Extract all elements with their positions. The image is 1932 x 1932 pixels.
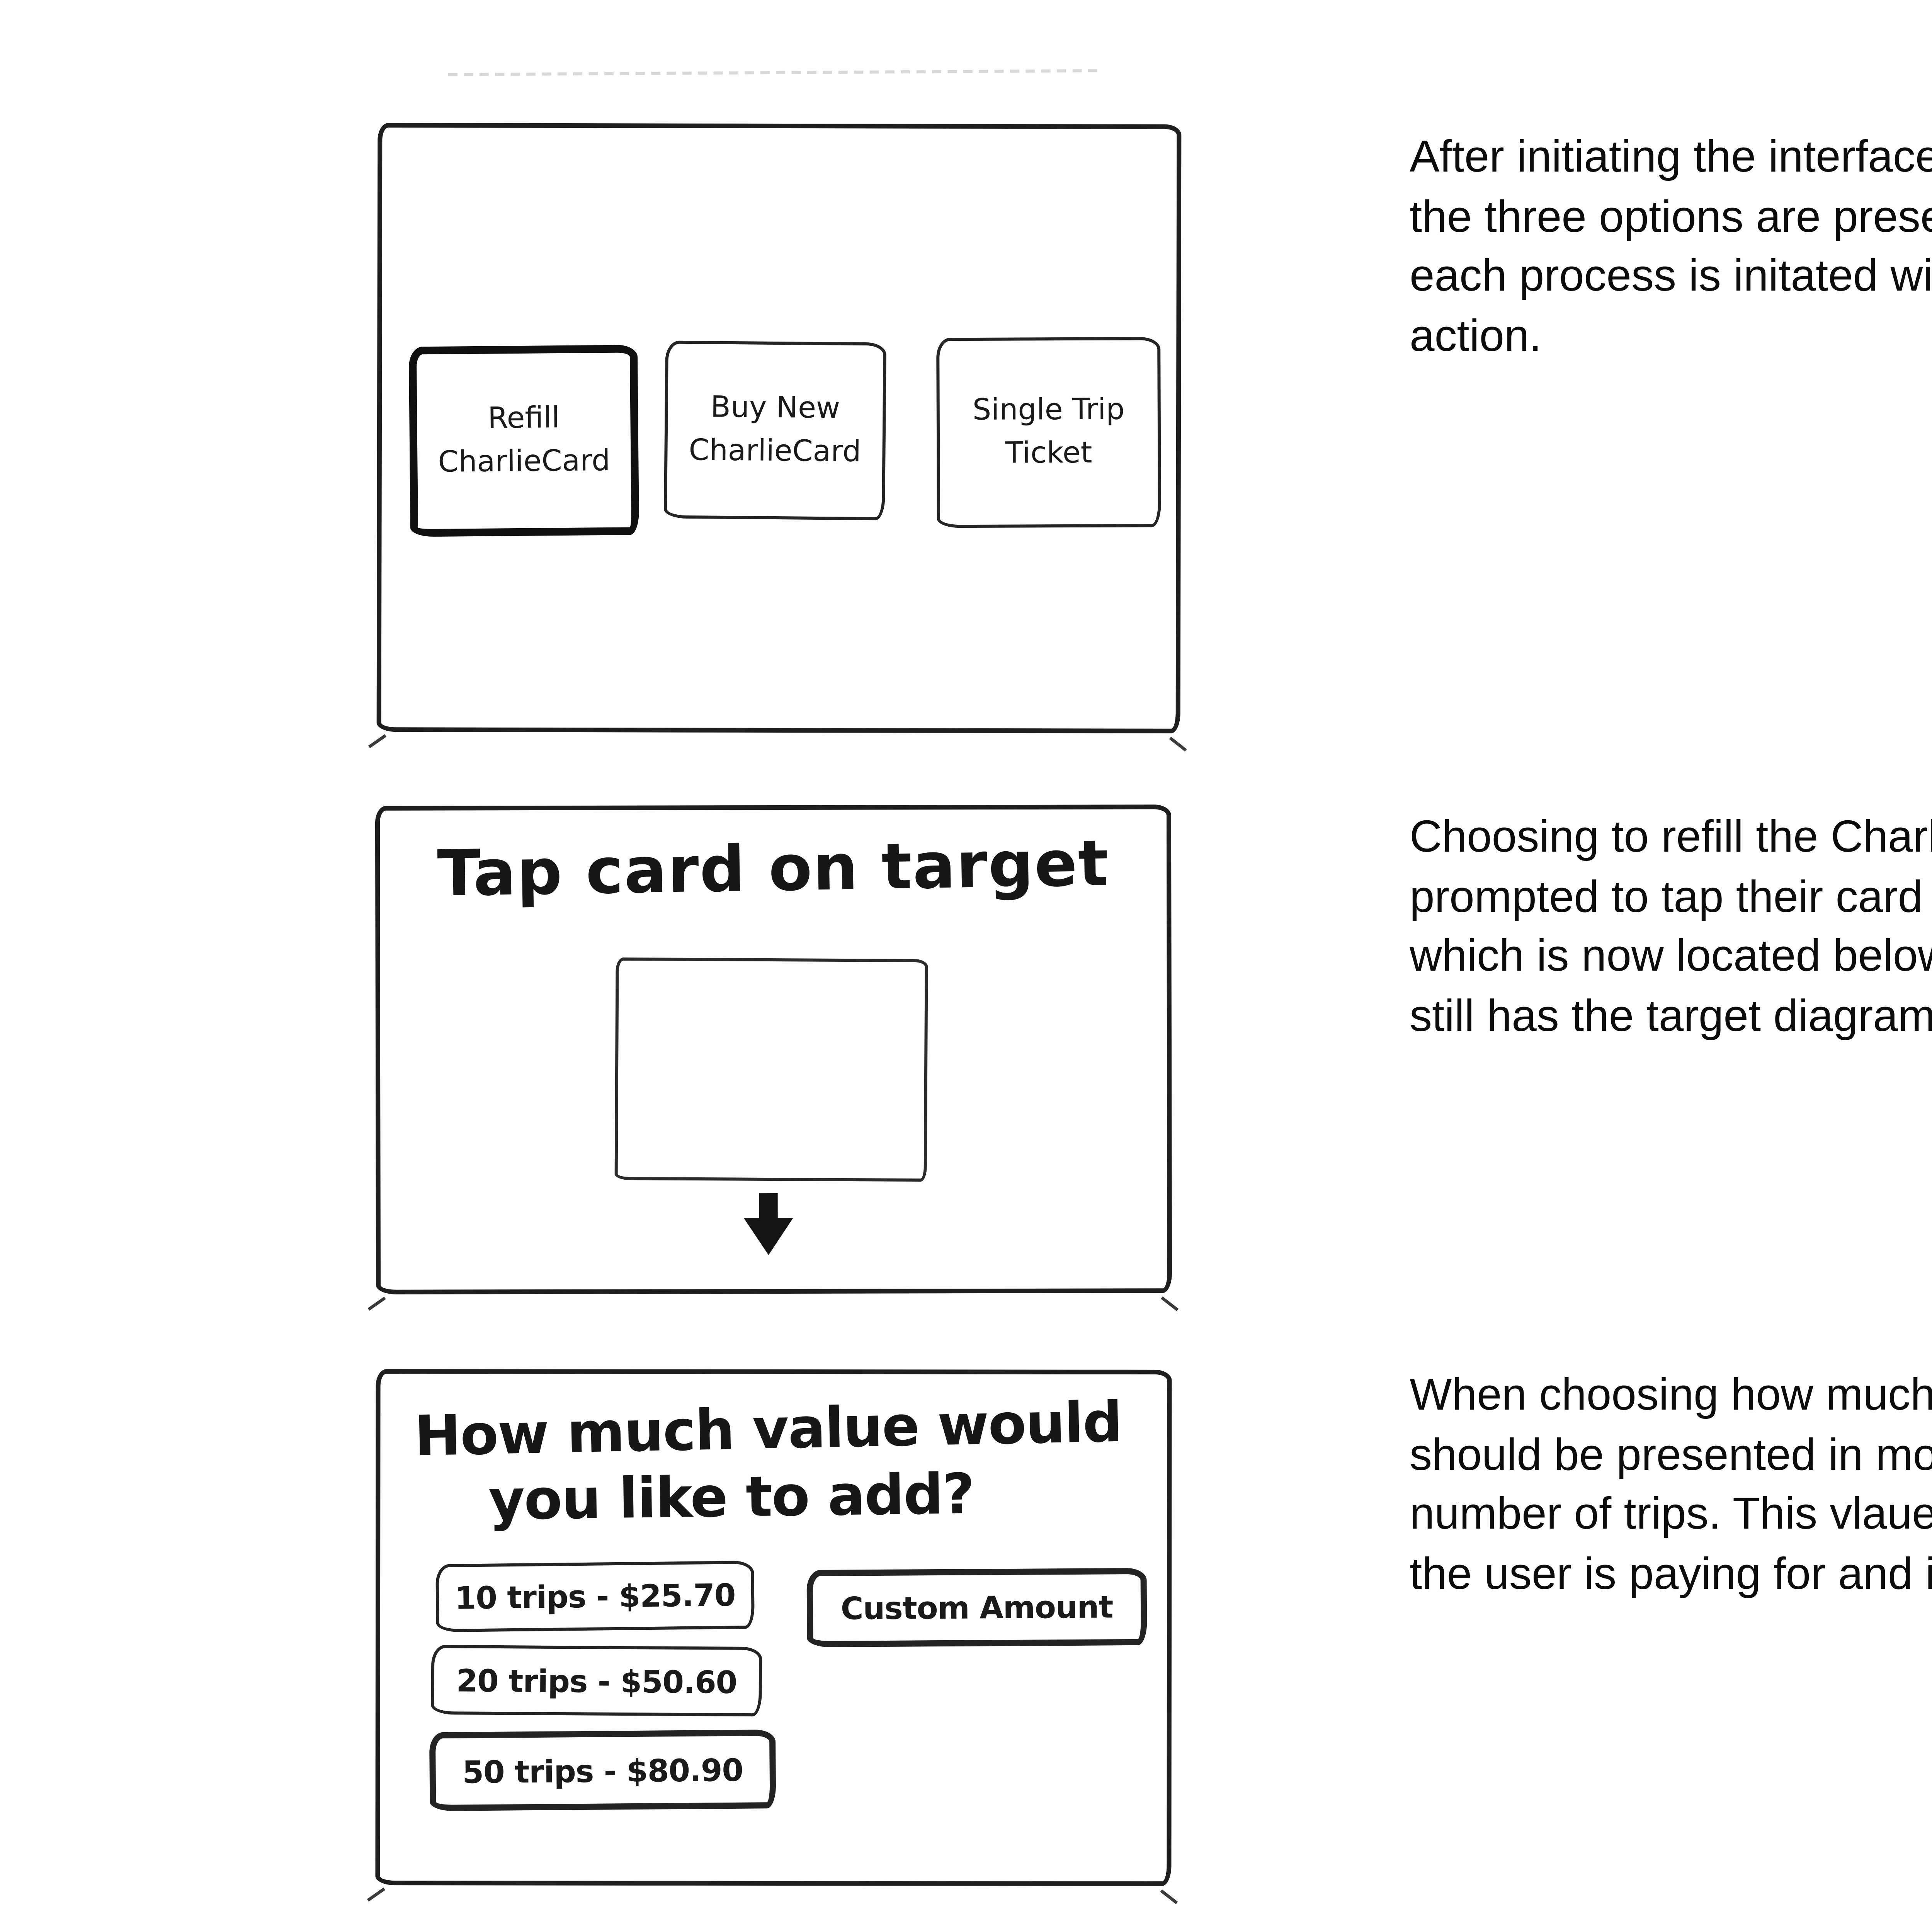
- twenty-trips-button: 20 trips - $50.60: [431, 1645, 762, 1717]
- annotation-tap-card-screen: Choosing to refill the CharlieCard, the …: [1410, 813, 1932, 1041]
- button-label: Refill: [487, 401, 560, 436]
- button-label: 10 trips - $25.70: [454, 1576, 736, 1617]
- button-label: Ticket: [1005, 435, 1092, 470]
- button-label: Buy New: [710, 390, 840, 426]
- sketch-tap-card-screen: Tap card on target: [375, 804, 1172, 1294]
- value-question-line1: How much value would: [413, 1391, 1122, 1469]
- buy-new-charliecard-button: Buy New CharlieCard: [663, 340, 886, 520]
- sketch-options-screen: Refill CharlieCard Buy New CharlieCard S…: [376, 123, 1182, 733]
- refill-charliecard-button: Refill CharlieCard: [408, 345, 639, 537]
- down-arrow-icon: [741, 1193, 796, 1255]
- value-question-line2: you like to add?: [488, 1463, 975, 1534]
- card-target-box: [614, 957, 928, 1182]
- button-label: Single Trip: [972, 393, 1125, 427]
- button-label: 20 trips - $50.60: [456, 1661, 737, 1700]
- button-label: 50 trips - $80.90: [462, 1750, 743, 1790]
- custom-amount-button: Custom Amount: [806, 1568, 1147, 1648]
- annotation-value-selection-screen: When choosing how much value to add, the…: [1410, 1371, 1932, 1599]
- button-label: CharlieCard: [689, 433, 861, 468]
- button-label: Custom Amount: [840, 1588, 1113, 1627]
- scan-artifact-line: [448, 69, 1098, 77]
- single-trip-ticket-button: Single Trip Ticket: [936, 337, 1161, 528]
- tap-card-prompt: Tap card on target: [437, 826, 1110, 911]
- fifty-trips-button: 50 trips - $80.90: [429, 1730, 776, 1811]
- button-label: CharlieCard: [438, 443, 611, 479]
- annotation-options-screen: After initiating the interface by touchi…: [1410, 133, 1932, 361]
- sketch-value-selection-screen: How much value would you like to add? 10…: [375, 1369, 1172, 1886]
- ten-trips-button: 10 trips - $25.70: [435, 1560, 755, 1633]
